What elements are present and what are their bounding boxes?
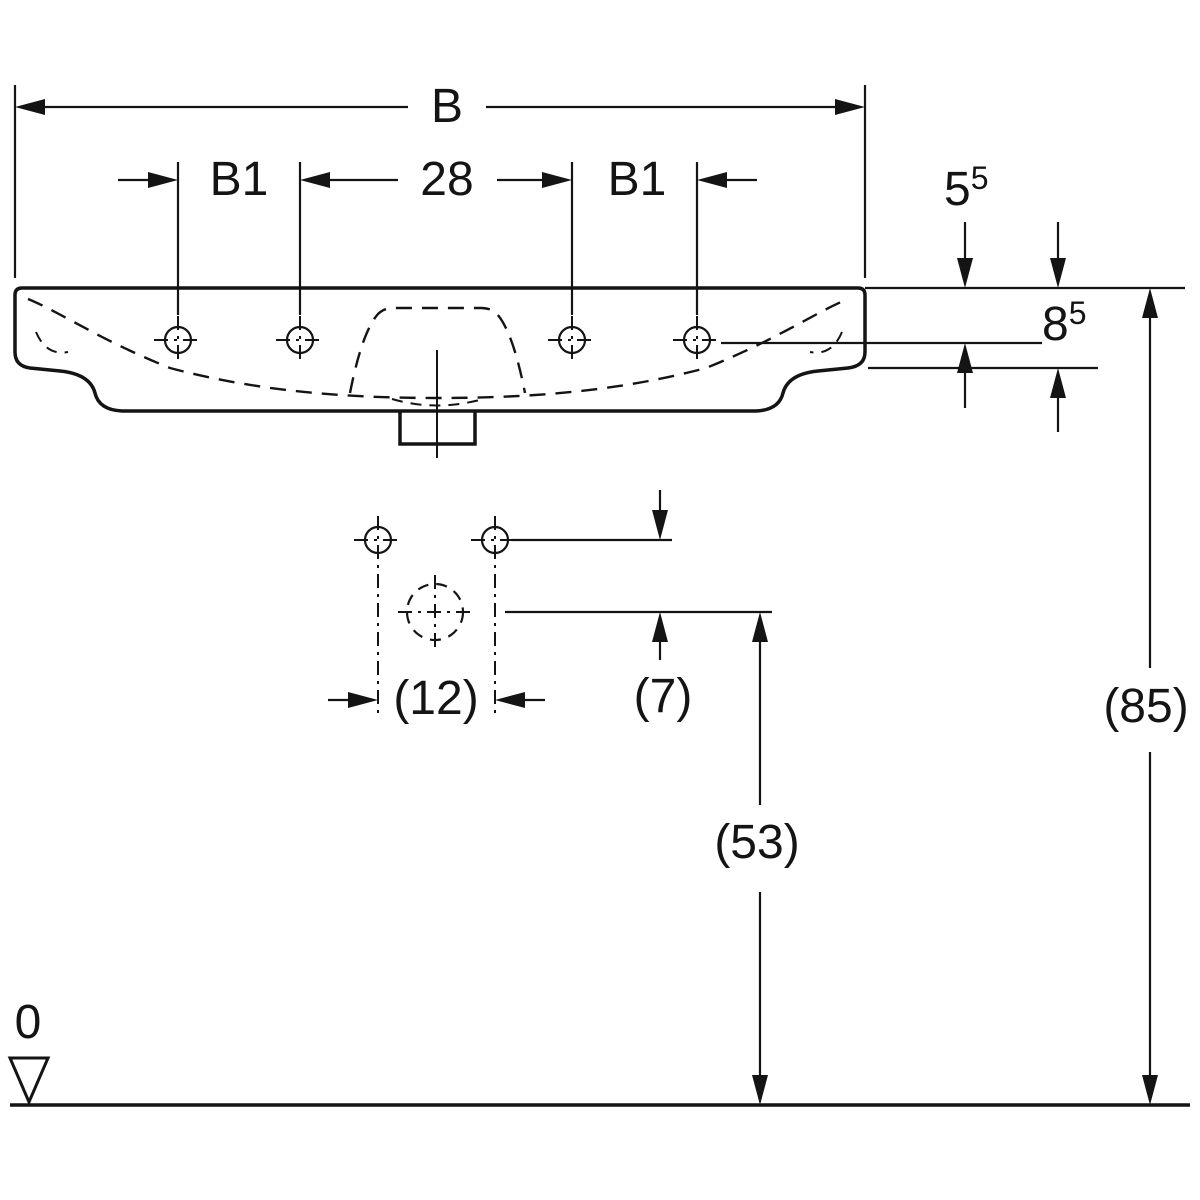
arrowhead-left <box>300 172 330 188</box>
label-left-offset: B1 <box>210 153 269 206</box>
label-rim-to-taphole: 55 <box>944 160 989 216</box>
label-rim-height: (85) <box>1103 680 1188 733</box>
arrowhead-right <box>348 692 378 708</box>
taphole-2 <box>276 316 324 364</box>
left-overflow-dashed <box>35 331 69 354</box>
arrowhead-up <box>652 612 668 642</box>
arrowhead-left <box>495 692 525 708</box>
arrowhead-up <box>752 612 768 642</box>
arrowhead-up <box>1142 288 1158 318</box>
label-right-offset: B1 <box>608 153 667 206</box>
label-sup: 5 <box>971 160 989 196</box>
fixing-detail <box>354 516 772 718</box>
arrowhead-left <box>15 99 45 115</box>
right-overflow-dashed <box>809 331 843 354</box>
arrowhead-down <box>1142 1075 1158 1105</box>
arrowhead-down <box>1050 258 1066 288</box>
arrowhead-right <box>542 172 572 188</box>
ceramic-outline <box>13 286 867 413</box>
label-total-width: B <box>431 80 463 133</box>
basin-front-elevation <box>13 286 867 458</box>
label-rim-to-front-edge: 85 <box>1042 295 1087 351</box>
label-sup: 5 <box>1069 295 1087 331</box>
overflow-arch-dashed <box>348 306 527 394</box>
arrowhead-right <box>148 172 178 188</box>
arrowhead-up <box>957 343 973 373</box>
arrowhead-down <box>652 510 668 540</box>
datum-level: 0 <box>7 996 51 1106</box>
drain-hole <box>398 575 472 650</box>
dim-rim-height: (85) <box>1103 288 1189 1105</box>
fixing-hole-right <box>471 516 519 718</box>
arrowhead-up <box>1050 368 1066 398</box>
label-fixing-to-drain: (7) <box>634 670 693 723</box>
arrowhead-down <box>752 1075 768 1105</box>
taphole-4 <box>673 316 721 364</box>
dim-total-width: B <box>13 80 867 278</box>
dim-fixing-spacing: (12) <box>328 672 545 725</box>
dim-fixing-to-drain: (7) <box>634 490 693 723</box>
fixing-hole-left <box>354 516 402 718</box>
label-drain-height: (53) <box>714 816 799 869</box>
dim-rim-to-front-edge: 85 <box>1042 222 1087 432</box>
arrowhead-right <box>835 99 865 115</box>
taphole-1 <box>154 316 202 364</box>
arrowhead-left <box>697 172 727 188</box>
label-base: 8 <box>1042 298 1069 351</box>
dim-rim-to-taphole: 55 <box>944 160 989 408</box>
arrowhead-down <box>957 258 973 288</box>
drain-fitting <box>398 411 477 446</box>
dim-taphole-row: B1 28 B1 <box>118 153 757 315</box>
datum-triangle-icon <box>7 1056 51 1106</box>
right-reference-lines <box>721 286 1185 370</box>
label-fixing-spacing: (12) <box>393 672 478 725</box>
label-datum: 0 <box>15 996 42 1049</box>
label-center-spacing: 28 <box>420 153 473 206</box>
dim-drain-height: (53) <box>714 612 800 1105</box>
taphole-3 <box>548 316 596 364</box>
label-base: 5 <box>944 163 971 216</box>
